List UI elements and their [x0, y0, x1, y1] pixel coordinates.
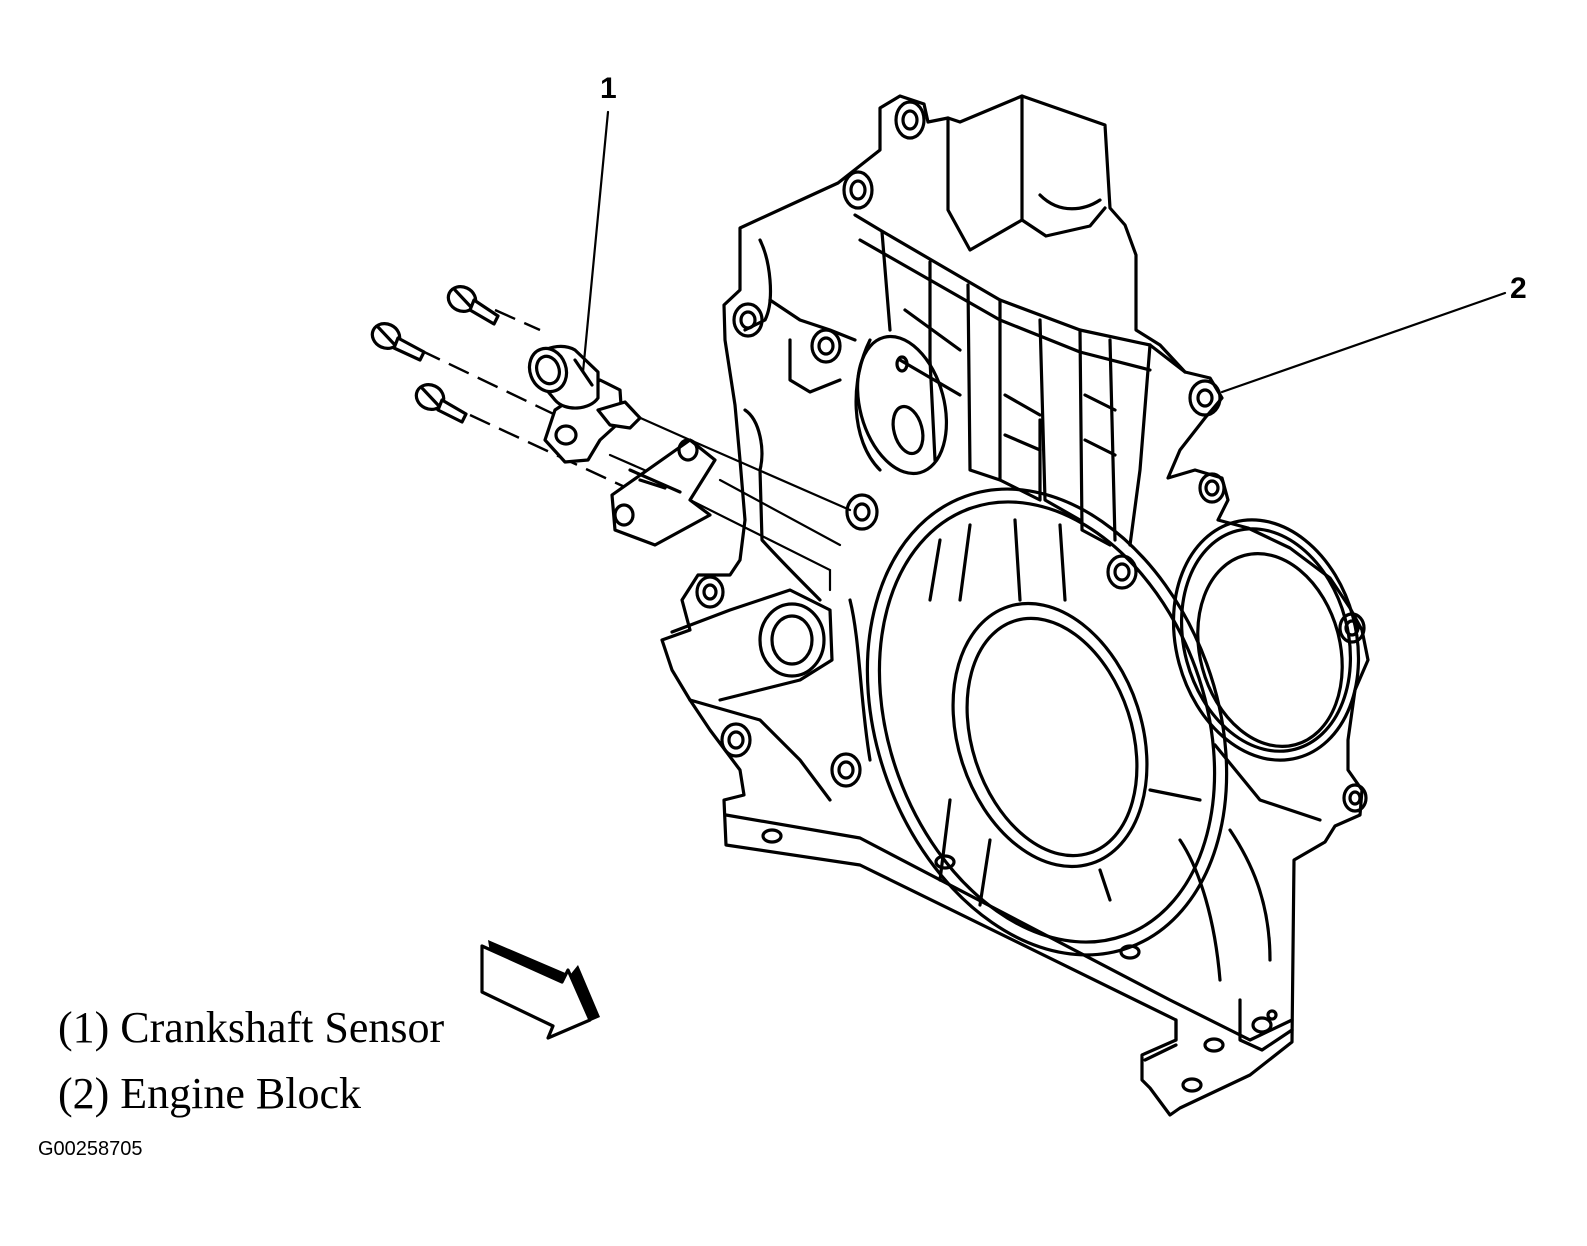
leader-line-1: [581, 110, 610, 374]
oil-pump-opening: [1171, 518, 1361, 982]
bolt-middle: [370, 322, 426, 362]
view-direction-arrow: [480, 940, 600, 1040]
bolt-upper: [446, 285, 500, 326]
legend-item-crankshaft-sensor: (1) Crankshaft Sensor: [58, 1003, 445, 1052]
crankshaft-sensor: [419, 308, 852, 592]
engine-block: [660, 94, 1370, 1117]
leader-line-2: [1220, 291, 1507, 394]
callout-1: 1: [600, 72, 617, 105]
callout-2: 2: [1510, 272, 1527, 305]
legend-item-engine-block: (2) Engine Block: [58, 1069, 362, 1118]
bolt-holes: [695, 100, 1368, 1093]
sensor-bolts: [370, 285, 500, 424]
figure-id: G00258705: [38, 1138, 143, 1160]
bolt-lower: [414, 383, 468, 424]
crank-seal-opening: [865, 487, 1229, 957]
